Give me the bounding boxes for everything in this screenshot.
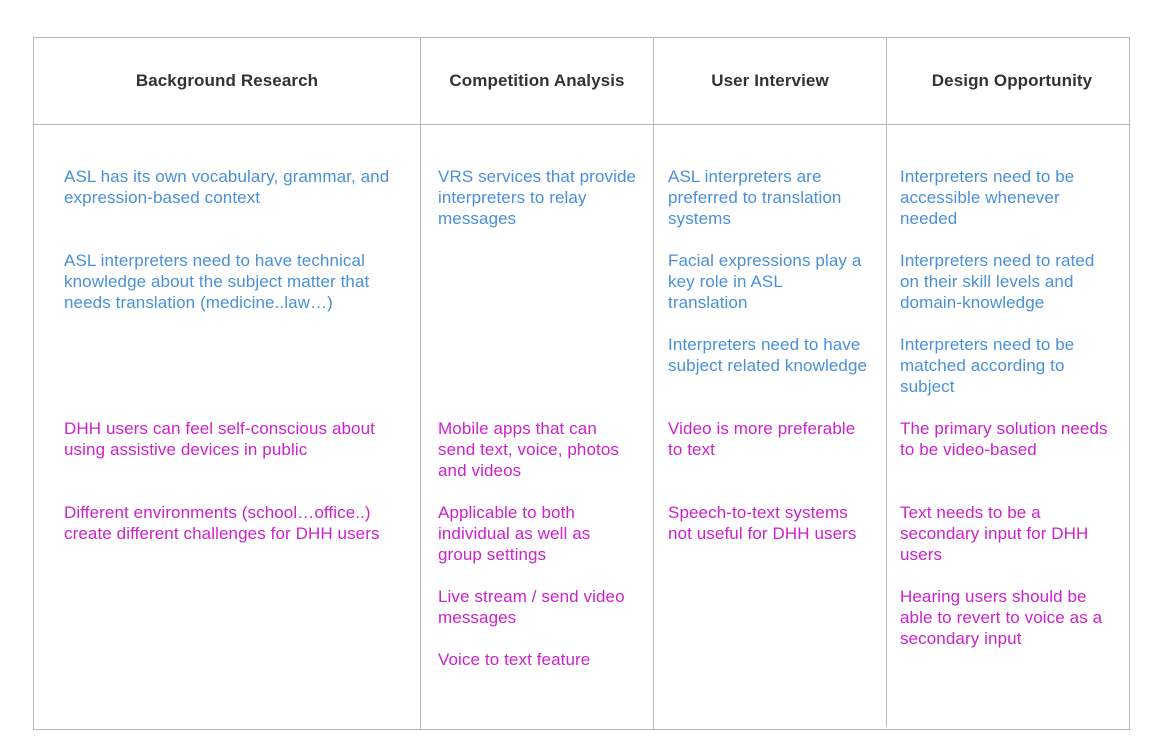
header-background-research: Background Research [135, 70, 319, 90]
header-competition-analysis: Competition Analysis [449, 70, 625, 90]
competition-analysis-item: Mobile apps that can send text, voice, p… [438, 419, 620, 480]
design-opportunity-item: Interpreters need to be accessible whene… [900, 167, 1075, 228]
design-opportunity-item: Hearing users should be able to revert t… [900, 587, 1103, 648]
header-design-opportunity: Design Opportunity [931, 70, 1093, 90]
user-interview-item: Interpreters need to have subject relate… [668, 335, 868, 375]
design-opportunity-item: Interpreters need to rated on their skil… [900, 251, 1095, 312]
header-user-interview: User Interview [711, 70, 829, 90]
competition-analysis-item: VRS services that provide interpreters t… [438, 167, 637, 228]
background-research-item: Different environments (school…office..)… [64, 503, 380, 543]
column-divider-2 [653, 37, 654, 730]
competition-analysis-item: Voice to text feature [438, 650, 591, 669]
header-divider [33, 124, 1130, 125]
background-research-item: ASL interpreters need to have technical … [64, 251, 370, 312]
background-research-item: DHH users can feel self-conscious about … [64, 419, 375, 459]
competition-analysis-item: Live stream / send video messages [438, 587, 625, 627]
design-opportunity-item: Text needs to be a secondary input for D… [900, 503, 1089, 564]
research-table-frame [33, 37, 1130, 730]
user-interview-item: Facial expressions play a key role in AS… [668, 251, 862, 312]
column-divider-3 [886, 37, 887, 727]
user-interview-item: ASL interpreters are preferred to transl… [668, 167, 842, 228]
design-opportunity-item: The primary solution needs to be video-b… [900, 419, 1108, 459]
background-research-item: ASL has its own vocabulary, grammar, and… [64, 167, 390, 207]
user-interview-item: Video is more preferable to text [668, 419, 856, 459]
column-divider-1 [420, 37, 421, 730]
competition-analysis-item: Applicable to both individual as well as… [438, 503, 591, 564]
user-interview-item: Speech-to-text systems not useful for DH… [668, 503, 857, 543]
design-opportunity-item: Interpreters need to be matched accordin… [900, 335, 1075, 396]
